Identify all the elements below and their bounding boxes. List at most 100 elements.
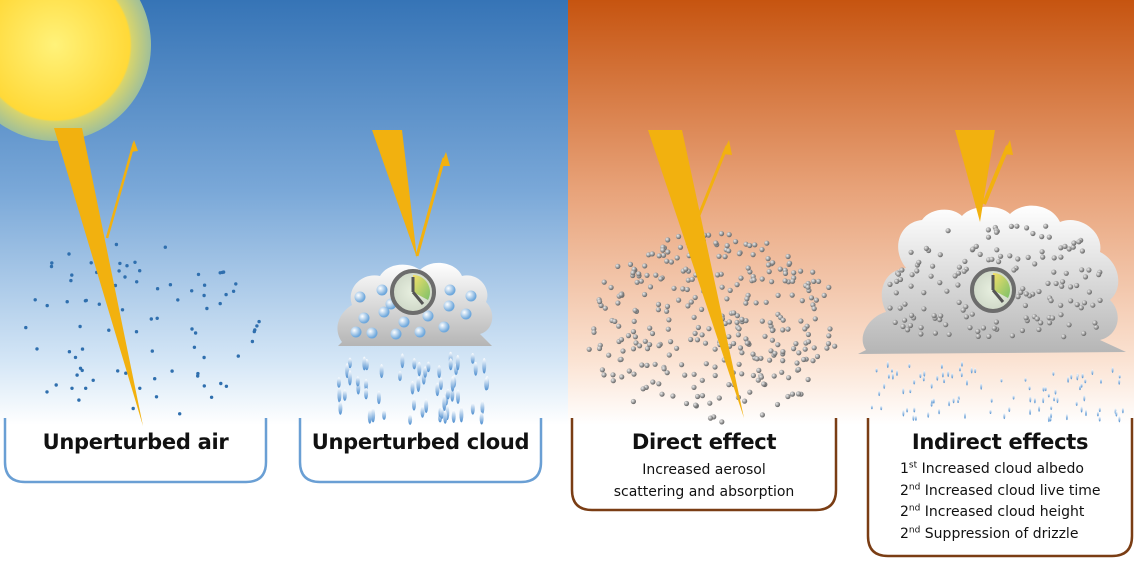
sunlight-ray-icon	[372, 130, 450, 258]
water-drop	[1008, 406, 1011, 412]
aerosol-particle	[827, 326, 833, 332]
aerosol-particle	[75, 373, 79, 377]
water-drop	[919, 372, 922, 378]
water-drop	[398, 371, 402, 382]
indirect-effect-item: 2nd Suppression of drizzle	[900, 524, 1079, 542]
cloud-droplet	[905, 327, 911, 333]
cloud-droplet	[1068, 284, 1074, 290]
cloud-droplet	[1081, 330, 1087, 336]
cloud-droplet	[1079, 267, 1085, 273]
aerosol-particle	[726, 232, 732, 238]
aerosol-particle	[734, 319, 740, 325]
aerosol-particle	[630, 346, 637, 352]
aerosol-particle	[636, 271, 642, 277]
water-drop	[480, 400, 485, 415]
aerosol-particle	[706, 232, 712, 238]
aerosol-particle	[642, 263, 648, 269]
aerosol-particle	[202, 293, 206, 298]
water-drop	[342, 389, 347, 401]
aerosol-particle	[84, 298, 89, 303]
aerosol-particle	[683, 400, 690, 407]
aerosol-particle	[794, 360, 800, 366]
aerosol-particle	[606, 352, 612, 358]
sun-icon	[0, 0, 151, 141]
aerosol-particle	[644, 362, 650, 368]
aerosol-particle	[674, 255, 680, 261]
cloud-droplet	[993, 319, 1000, 325]
cloud-droplet	[460, 308, 472, 320]
cloud-droplet	[967, 325, 973, 331]
aerosol-particle	[750, 252, 756, 258]
aerosol-particle	[743, 336, 749, 342]
cloud-droplet	[1015, 256, 1021, 262]
aerosol-particle	[647, 284, 654, 290]
cloud-droplet	[443, 300, 455, 312]
cloud-droplet	[918, 331, 924, 337]
aerosol-particle	[799, 298, 805, 304]
cloud-droplet	[1066, 246, 1072, 252]
water-drop	[1115, 411, 1118, 417]
aerosol-particle	[752, 242, 758, 248]
aerosol-particle	[785, 326, 791, 332]
aerosol-particle	[596, 345, 603, 352]
aerosol-particle	[712, 346, 718, 352]
cloud-droplet	[390, 328, 402, 340]
aerosol-particle	[620, 348, 626, 354]
aerosol-particle	[666, 352, 672, 358]
aerosol-particle	[718, 231, 725, 237]
cloud-droplet	[908, 249, 914, 255]
aerosol-particle	[735, 332, 742, 338]
aerosol-particle	[69, 278, 73, 283]
aerosol-particle	[763, 299, 769, 305]
aerosol-particle	[688, 336, 694, 343]
aerosol-particle	[756, 367, 762, 373]
cloud-droplet	[1008, 223, 1015, 229]
aerosol-particle	[608, 284, 614, 291]
aerosol-particle	[811, 306, 817, 312]
water-drop	[1050, 405, 1053, 410]
water-drop	[880, 405, 883, 411]
aerosol-particle	[138, 386, 142, 390]
cloud-droplet	[980, 325, 987, 331]
aerosol-particle	[682, 372, 688, 378]
water-drop	[1075, 401, 1078, 406]
aerosol-particle	[826, 284, 832, 290]
aerosol-particle	[691, 314, 697, 320]
cloud-droplet	[1023, 291, 1029, 297]
aerosol-particle	[615, 263, 621, 269]
water-drop	[435, 382, 440, 397]
aerosol-particle	[770, 260, 776, 266]
aerosol-particle	[676, 297, 682, 303]
aerosol-particle	[780, 349, 786, 355]
aerosol-particle	[70, 386, 74, 390]
water-drop	[1047, 393, 1050, 398]
water-drop	[455, 354, 460, 371]
aerosol-particle	[668, 259, 675, 265]
aerosol-particle	[640, 386, 646, 392]
water-drop	[1052, 371, 1055, 376]
cloud-droplet	[970, 246, 976, 252]
water-drop	[891, 368, 893, 373]
aerosol-particle	[664, 308, 670, 314]
panel-title-unperturbed-air: Unperturbed air	[42, 430, 229, 454]
cloud-droplet	[998, 253, 1004, 259]
water-drop	[1076, 374, 1079, 381]
aerosol-particle	[685, 277, 692, 283]
aerosol-particle	[814, 353, 821, 360]
cloud-droplet	[1015, 294, 1021, 300]
cloud-droplet	[378, 306, 390, 318]
aerosol-particle	[747, 389, 753, 395]
water-drop	[437, 365, 442, 378]
aerosol-particle	[699, 306, 705, 312]
cloud-droplet	[993, 229, 1000, 235]
cloud-droplet	[1061, 334, 1067, 340]
aerosol-particle	[786, 375, 792, 381]
cloud-droplet	[1058, 245, 1064, 251]
water-drop	[1003, 412, 1006, 420]
cloud-droplet	[938, 313, 944, 319]
water-drop	[941, 371, 944, 378]
aerosol-particle	[597, 299, 603, 305]
cloud-droplet	[1082, 274, 1089, 280]
aerosol-particle	[656, 253, 662, 259]
aerosol-particle	[801, 356, 807, 363]
